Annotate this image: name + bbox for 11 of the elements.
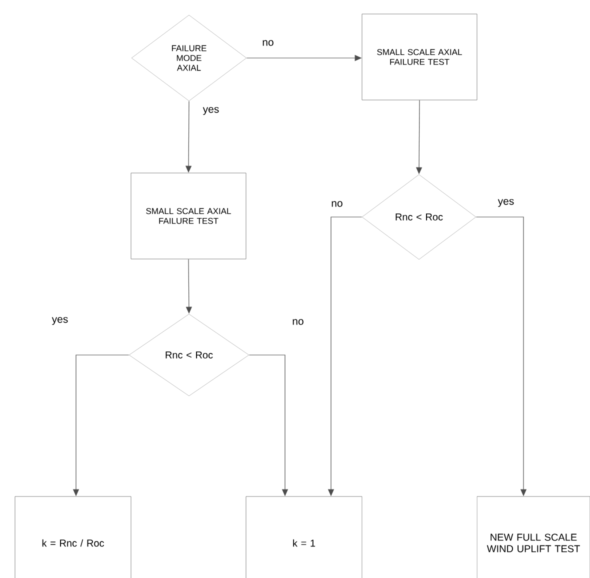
process-box: SMALL SCALE AXIAL FAILURE TEST (130, 172, 246, 260)
process-box: k = 1 (246, 496, 362, 578)
edge-label: no (261, 39, 275, 47)
process-box: k = Rnc / Roc (14, 496, 132, 578)
process-box: NEW FULL SCALE WIND UPLIFT TEST (476, 496, 590, 578)
process-box: SMALL SCALE AXIAL FAILURE TEST (362, 14, 478, 100)
edge-label: no (330, 200, 344, 208)
edge-label: yes (496, 198, 516, 208)
edge-label: yes (50, 316, 70, 326)
edge-label: no (291, 318, 305, 326)
edge-label: yes (202, 106, 220, 116)
